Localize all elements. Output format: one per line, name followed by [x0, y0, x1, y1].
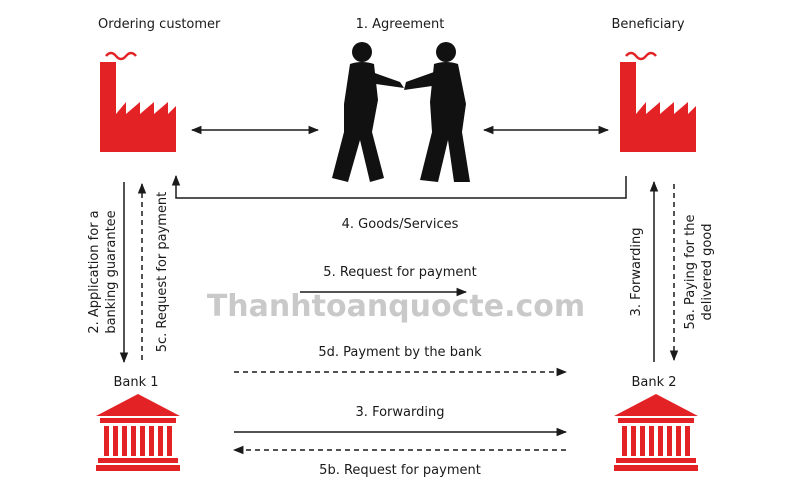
- goods-services-arrow: [171, 174, 627, 199]
- forwarding-3-label: 3. Forwarding: [356, 405, 445, 420]
- watermark-text: Thanhtoanquocte.com: [207, 289, 585, 324]
- application-label-line1: 2. Application for a: [87, 210, 102, 333]
- request-5c-label: 5c. Request for payment: [155, 192, 170, 353]
- beneficiary-factory-icon: [618, 51, 698, 154]
- ordering-customer-label: Ordering customer: [98, 17, 221, 32]
- agreement-label: 1. Agreement: [356, 17, 445, 32]
- bank1-building-icon: [96, 394, 180, 471]
- paying-label-line1: 5a. Paying for the: [683, 215, 698, 330]
- request-5-label: 5. Request for payment: [323, 265, 476, 280]
- payment-5d-label: 5d. Payment by the bank: [318, 345, 482, 360]
- bank1-label: Bank 1: [113, 375, 158, 390]
- ordering-customer-factory-icon: [98, 51, 178, 154]
- paying-label-line2: delivered good: [700, 223, 715, 320]
- forwarding-vertical-label: 3. Forwarding: [629, 228, 644, 317]
- bank2-building-icon: [614, 394, 698, 471]
- application-label-line2: banking guarantee: [104, 210, 119, 333]
- bank2-label: Bank 2: [631, 375, 676, 390]
- handshake-icon: [332, 42, 470, 182]
- request-5b-label: 5b. Request for payment: [319, 463, 481, 478]
- beneficiary-label: Beneficiary: [611, 17, 684, 32]
- goods-services-label: 4. Goods/Services: [342, 217, 459, 232]
